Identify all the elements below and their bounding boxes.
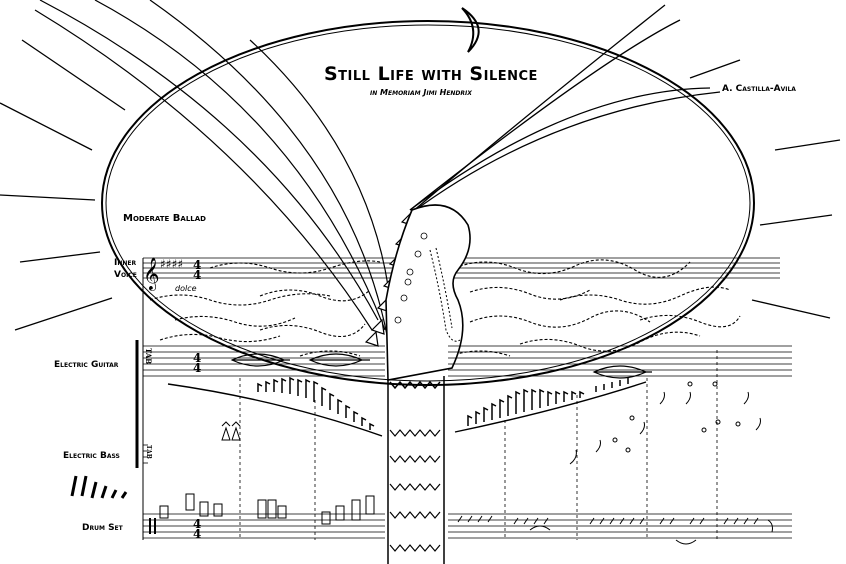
barlines-dashed (239, 350, 718, 540)
percussion-clef-icon (149, 518, 156, 534)
instrument-label-electric-bass: Electric Bass (63, 451, 120, 461)
time-signature-top: 4 (193, 258, 202, 272)
curving-strings (34, 0, 393, 341)
instrument-label-inner-voice-1: Inner (114, 258, 137, 268)
time-signature-bottom: 4 (193, 361, 202, 375)
instrument-label-inner-voice-2: Voice (114, 270, 137, 280)
expression-marking: dolce (175, 284, 197, 293)
crescent-moon-icon (461, 7, 480, 53)
drum-notes (70, 475, 773, 545)
guitar-headstock (385, 204, 471, 381)
wavy-dashed-lines (149, 259, 741, 357)
leaf-shapes (230, 353, 652, 379)
sun-rays (0, 39, 841, 331)
guitar-strings (409, 4, 721, 215)
drum-staff (143, 513, 792, 539)
bass-notes (221, 381, 761, 465)
bass-tab-staff (143, 444, 148, 464)
tempo-marking: Moderate Ballad (123, 213, 206, 224)
beam-arc-left (167, 383, 383, 437)
guitar-neck (387, 376, 445, 564)
time-signature-top: 4 (193, 351, 202, 365)
treble-clef-icon: 𝄞 (143, 257, 160, 291)
time-signature-inner-voice: 4 4 (193, 258, 202, 282)
beamed-notes (257, 376, 629, 430)
instrument-label-drum-set: Drum Set (82, 523, 123, 533)
tab-clef-bass: TAB (145, 445, 152, 459)
instrument-label-electric-guitar: Electric Guitar (54, 360, 119, 370)
sun-ellipse-inner (105, 24, 751, 382)
tab-clef-guitar: TAB (144, 348, 153, 365)
time-signature-drums: 4 4 (193, 517, 202, 541)
time-signature-guitar: 4 4 (193, 351, 202, 375)
beam-arc-right (454, 381, 647, 433)
time-signature-top: 4 (193, 517, 202, 531)
dedication-subtitle: in Memoriam Jimi Hendrix (370, 88, 472, 97)
time-signature-bottom: 4 (193, 527, 202, 541)
headstock-stitching (429, 249, 461, 342)
time-signature-bottom: 4 (193, 268, 202, 282)
guitar-tab-staff (143, 345, 792, 377)
tuner-pegs (394, 232, 428, 324)
composer-name: A. Castilla-Avila (722, 84, 796, 94)
page-title: Still Life with Silence (324, 63, 538, 85)
key-signature: ♯♯♯♯ (160, 257, 183, 271)
